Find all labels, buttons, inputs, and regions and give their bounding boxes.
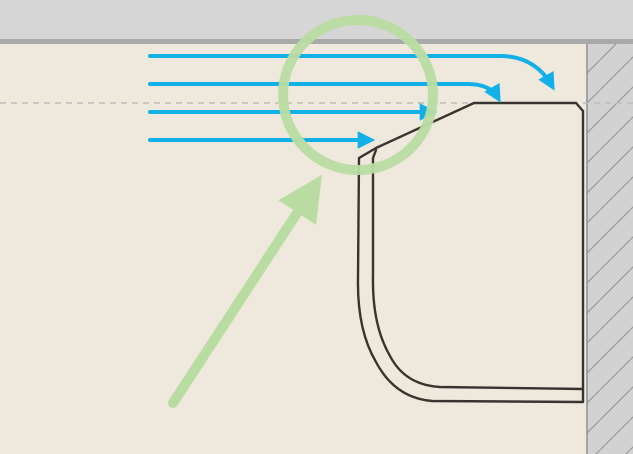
ceiling-edge	[0, 39, 633, 44]
unit-outer-outline	[356, 101, 585, 404]
pointer-arrow	[168, 174, 322, 408]
air-conditioner-indoor-unit	[356, 101, 585, 404]
airflow-arrows	[148, 54, 555, 149]
wall-hatching	[587, 44, 633, 454]
wall	[586, 44, 633, 454]
unit-inner-outline	[371, 148, 585, 391]
airflow-arrow	[148, 54, 555, 91]
airflow-arrow	[148, 82, 501, 103]
highlight-circle	[278, 15, 438, 175]
